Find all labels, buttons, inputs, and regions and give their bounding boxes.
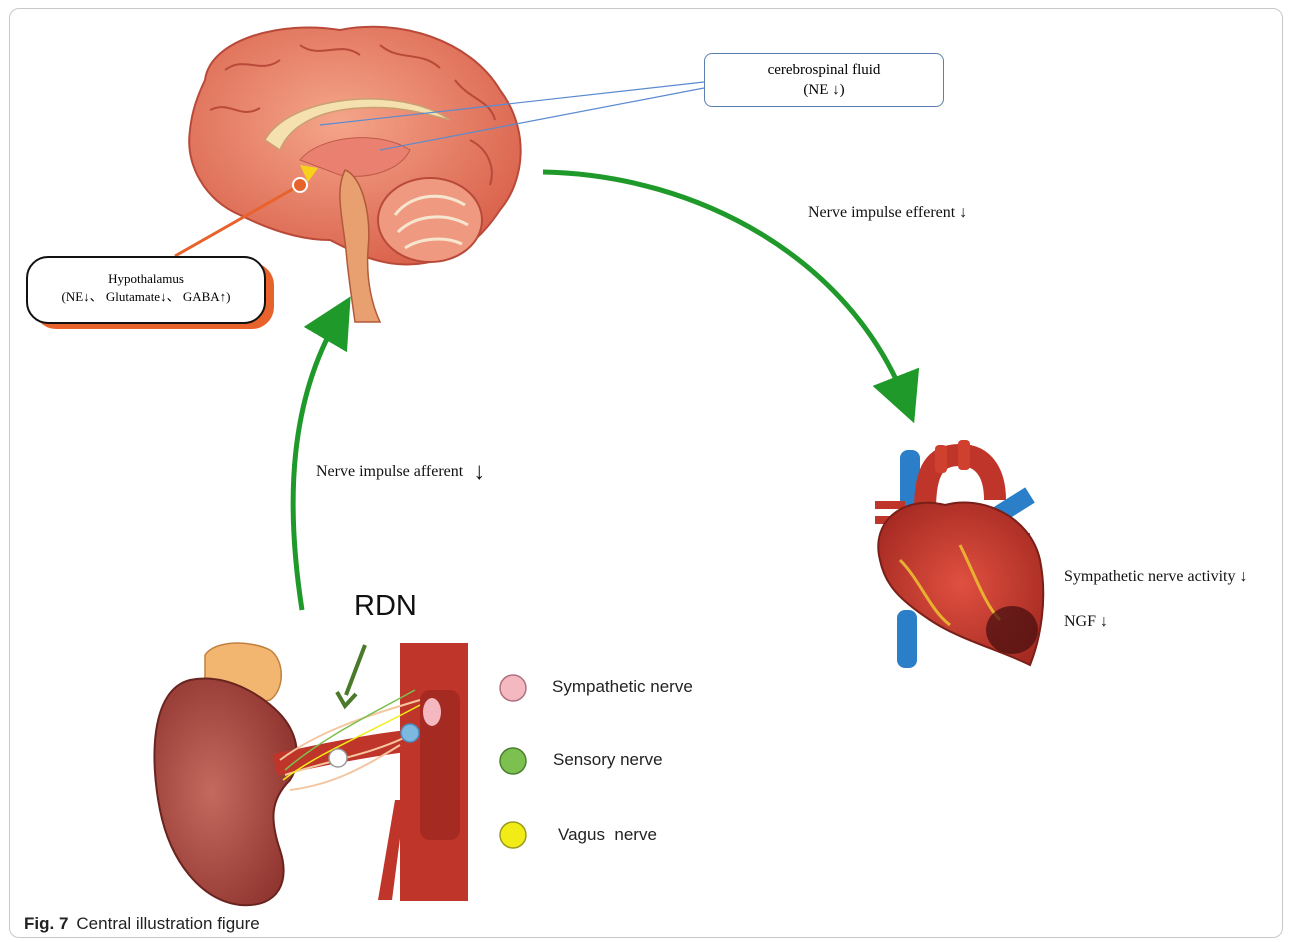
figure-number: Fig. 7 bbox=[24, 914, 68, 933]
figure-caption-text: Central illustration figure bbox=[76, 914, 259, 933]
ngf-label: NGF ↓ bbox=[1064, 613, 1108, 631]
csf-title: cerebrospinal fluid bbox=[705, 60, 943, 80]
legend-label-vagus: Vagus nerve bbox=[558, 825, 657, 845]
csf-value: (NE ↓) bbox=[705, 80, 943, 100]
hypothalamus-marker bbox=[293, 178, 307, 192]
ganglion-node bbox=[329, 749, 347, 767]
sympathetic-activity-label: Sympathetic nerve activity ↓ bbox=[1064, 568, 1248, 586]
rdn-arrow-shaft bbox=[346, 645, 365, 695]
hypothalamus-box: Hypothalamus (NE↓、 Glutamate↓、 GABA↑) bbox=[26, 256, 266, 324]
rdn-label: RDN bbox=[354, 590, 417, 623]
ganglion-node bbox=[423, 698, 441, 726]
efferent-label: Nerve impulse efferent ↓ bbox=[808, 204, 967, 222]
hypothalamus-values: (NE↓、 Glutamate↓、 GABA↑) bbox=[28, 288, 264, 306]
figure-caption: Fig. 7 Central illustration figure bbox=[24, 914, 260, 934]
cerebrospinal-fluid-box: cerebrospinal fluid (NE ↓) bbox=[704, 53, 944, 107]
legend-swatch-vagus bbox=[500, 822, 526, 848]
kidney-illustration bbox=[154, 643, 468, 905]
legend-swatch-sensory bbox=[500, 748, 526, 774]
heart-illustration bbox=[875, 440, 1043, 668]
legend-label-sensory: Sensory nerve bbox=[553, 750, 663, 770]
afferent-label: Nerve impulse afferent ↓ bbox=[316, 459, 485, 486]
legend-swatch-sympathetic bbox=[500, 675, 526, 701]
hypothalamus-title: Hypothalamus bbox=[28, 270, 264, 288]
legend-label-sympathetic: Sympathetic nerve bbox=[552, 677, 693, 697]
ganglion-node bbox=[401, 724, 419, 742]
afferent-label-text: Nerve impulse afferent bbox=[316, 463, 463, 480]
heart-lesion bbox=[986, 606, 1038, 654]
afferent-down-arrow: ↓ bbox=[473, 459, 485, 485]
